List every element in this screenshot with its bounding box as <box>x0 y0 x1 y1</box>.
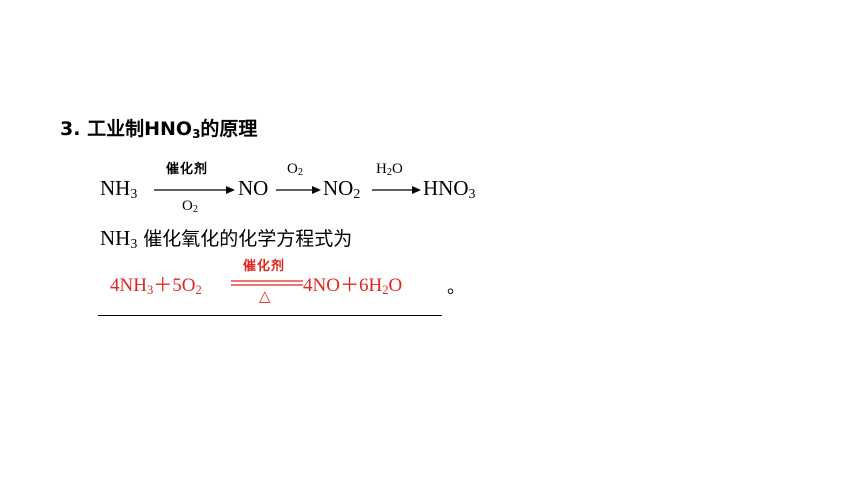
answer-plus-2: ＋ <box>339 275 359 296</box>
heating-triangle-icon: △ <box>259 287 271 305</box>
chain-arrow-1 <box>154 186 235 194</box>
answer-nh3-sub: 3 <box>146 282 154 297</box>
chain-product-hno3: HNO3 <box>423 176 476 202</box>
chain-step2-above-sub: 2 <box>297 167 303 179</box>
answer-h2o-sub: 2 <box>382 282 389 297</box>
chain-arrow-3 <box>372 186 421 194</box>
chain-step3-above-main: H <box>376 161 387 177</box>
answer-o2-main: O <box>181 275 196 296</box>
chain-no2-main: NO <box>323 176 354 200</box>
answer-coef-no: 4 <box>303 275 313 296</box>
answer-reactants: 4NH3＋5O2 <box>110 275 202 297</box>
answer-h2o-tail: O <box>388 275 403 296</box>
heading-formula: HNO3 <box>144 118 200 140</box>
chain-step1-below-sub: 2 <box>192 204 198 216</box>
chain-hno3-main: HNO <box>423 176 469 200</box>
sentence-period: 。 <box>447 277 465 298</box>
answer-coef-o2: 5 <box>172 275 182 296</box>
prompt-formula-sub: 3 <box>130 236 138 252</box>
equation-prompt: NH3 催化氧化的化学方程式为 <box>100 226 353 252</box>
chain-step2-above: O2 <box>287 161 303 179</box>
chain-product-no: NO <box>238 176 269 200</box>
answer-o2-sub: 2 <box>195 282 202 297</box>
chain-start-sub: 3 <box>130 186 138 202</box>
chain-start-main: NH <box>100 176 131 200</box>
chain-no2-sub: 2 <box>353 186 361 202</box>
chain-step3-above-tail: O <box>391 161 403 177</box>
heading-number: 3 <box>60 118 74 140</box>
chain-step1-below: O2 <box>182 198 198 216</box>
chain-step3-above-sub: 2 <box>386 167 392 179</box>
heading-text-before: 工业制 <box>87 118 145 140</box>
answer-products: 4NO＋6H2O <box>303 275 403 297</box>
answer-h2o-main: H <box>368 275 383 296</box>
chain-product-no2: NO2 <box>323 176 361 202</box>
chain-step2-above-main: O <box>287 161 298 177</box>
answer-nh3-main: NH <box>119 275 147 296</box>
chain-step3-above: H2O <box>376 161 403 179</box>
chain-step1-catalyst: 催化剂 <box>166 162 209 177</box>
prompt-formula-main: NH <box>100 226 131 250</box>
chain-start-nh3: NH3 <box>100 176 138 202</box>
answer-equals-sign <box>231 280 303 286</box>
chain-hno3-sub: 3 <box>468 186 476 202</box>
heading-separator: . <box>73 118 81 140</box>
answer-blank-underline <box>98 315 442 316</box>
chain-step1-below-main: O <box>182 198 193 214</box>
heading-formula-main: HNO <box>144 118 193 140</box>
prompt-text: 催化氧化的化学方程式为 <box>143 228 353 250</box>
answer-coef-nh3: 4 <box>110 275 120 296</box>
heading-text-after: 的原理 <box>200 118 258 140</box>
answer-no: NO <box>312 275 340 296</box>
answer-coef-h2o: 6 <box>358 275 369 296</box>
chain-arrow-2 <box>276 186 321 194</box>
heading-formula-sub: 3 <box>192 127 201 141</box>
section-heading: 3. 工业制HNO3的原理 <box>60 117 257 141</box>
answer-plus-1: ＋ <box>153 275 173 296</box>
answer-catalyst: 催化剂 <box>243 259 286 274</box>
